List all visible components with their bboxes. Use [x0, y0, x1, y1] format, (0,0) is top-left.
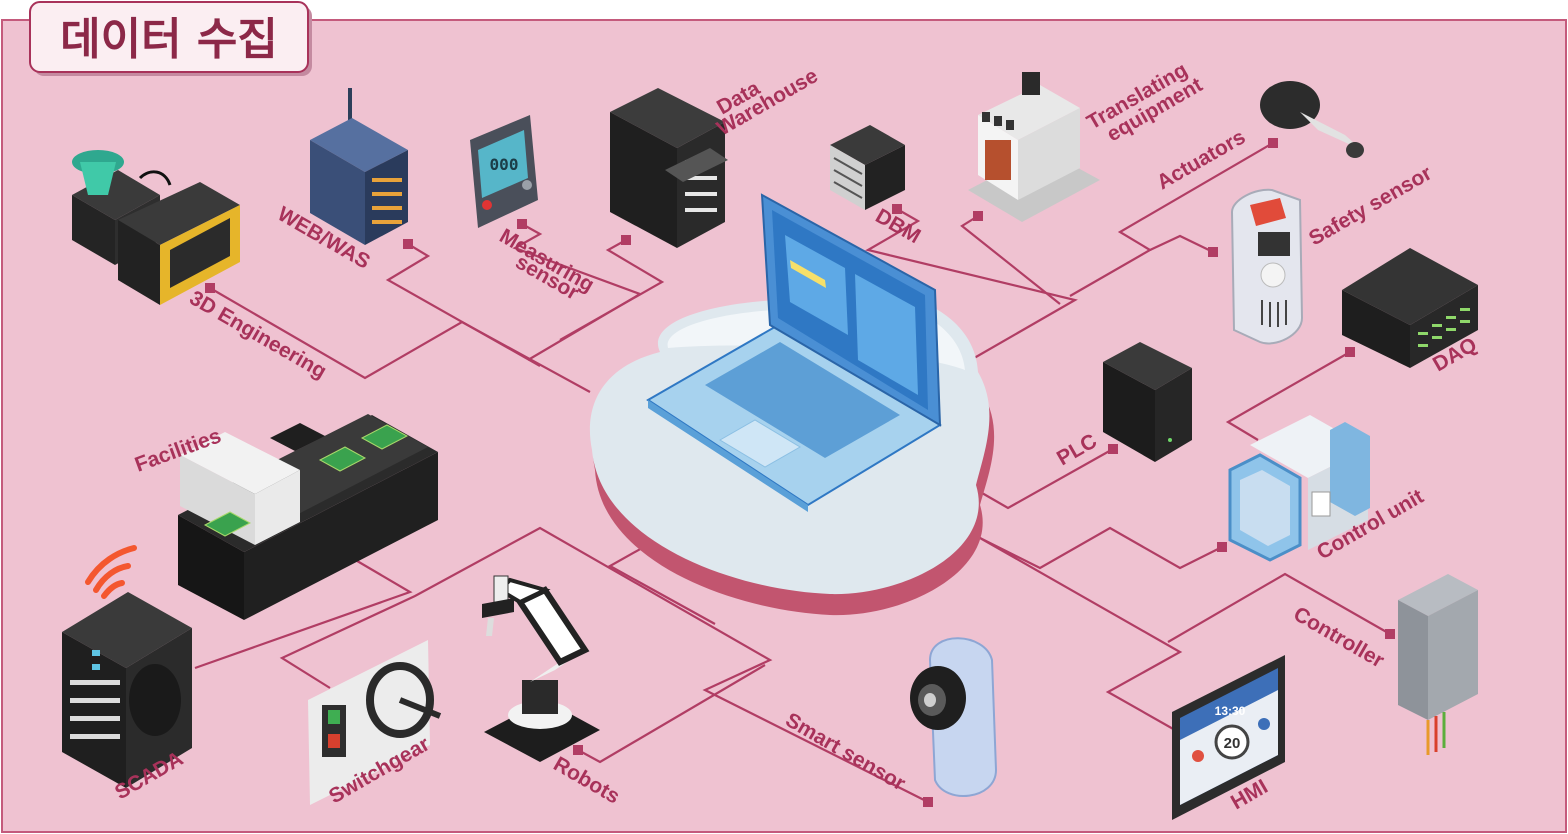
hmi-gauge-text: 20 [1224, 735, 1241, 752]
safety-sensor-icon [1232, 190, 1302, 344]
title-tab: 데이터 수집 [30, 2, 312, 76]
hmi-clock-text: 13:30 [1215, 704, 1246, 718]
page-title: 데이터 수집 [60, 14, 278, 65]
measuring-display-text: 000 [490, 155, 519, 174]
